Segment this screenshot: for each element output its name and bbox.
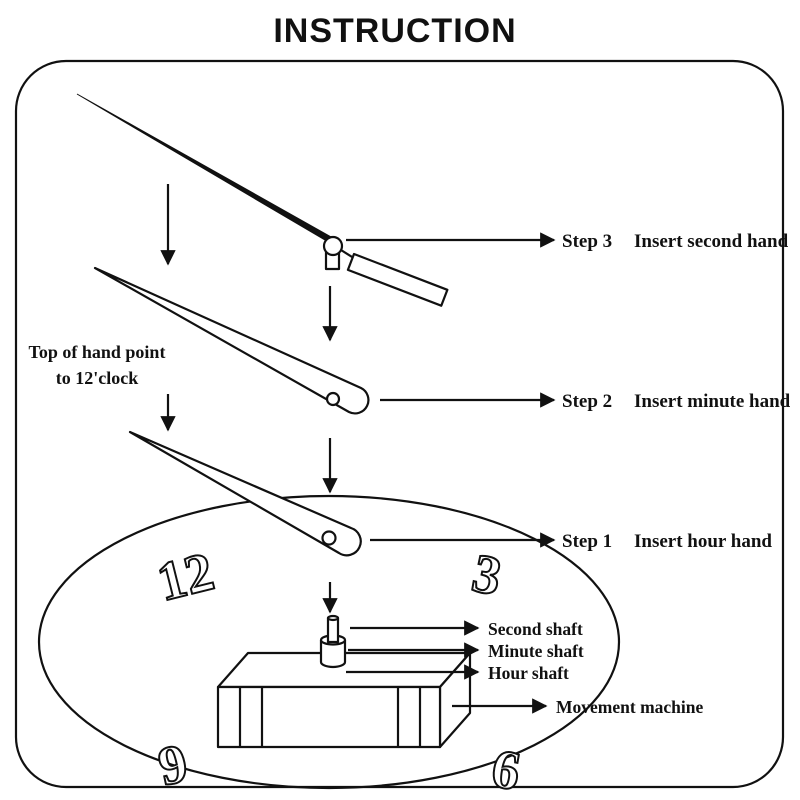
hour-shaft-label: Hour shaft — [488, 663, 569, 683]
hour-hand — [128, 430, 362, 557]
movement-machine-label: Movement machine — [556, 697, 703, 717]
shaft-pin-top — [326, 614, 340, 622]
step2-label: Step 2 — [562, 391, 612, 412]
machine-front-face — [216, 685, 442, 749]
second-hand-counterweight — [346, 252, 449, 307]
shaft-pin — [326, 616, 340, 644]
minute-hand — [93, 266, 370, 415]
page-title: INSTRUCTION — [273, 12, 516, 50]
clock-number-6: 6 — [487, 737, 525, 800]
second-hand-hub — [322, 235, 344, 257]
step1-label: Step 1 — [562, 531, 612, 552]
step3-label: Step 3 — [562, 231, 612, 252]
second-shaft-label: Second shaft — [488, 619, 583, 639]
note-line-2: to 12'clock — [56, 368, 139, 388]
clock-face-ellipse — [37, 494, 621, 790]
step2-text: Insert minute hand — [634, 391, 791, 412]
hour-hand-hole — [321, 530, 337, 546]
second-hand-needle — [76, 93, 334, 244]
movement-machine — [216, 614, 472, 749]
minute-shaft-label: Minute shaft — [488, 641, 584, 661]
second-hand — [76, 93, 449, 307]
hour-hand-blade — [128, 430, 362, 557]
frame-border — [14, 59, 785, 789]
step3-text: Insert second hand — [634, 231, 789, 252]
minute-hand-hole — [325, 391, 341, 407]
note-line-1: Top of hand point — [29, 342, 166, 362]
shaft-base-cylinder — [319, 640, 347, 669]
clock-number-12: 12 — [151, 540, 219, 612]
minute-hand-blade — [93, 266, 370, 415]
clock-number-3: 3 — [467, 542, 507, 607]
step1-text: Insert hour hand — [634, 531, 772, 552]
